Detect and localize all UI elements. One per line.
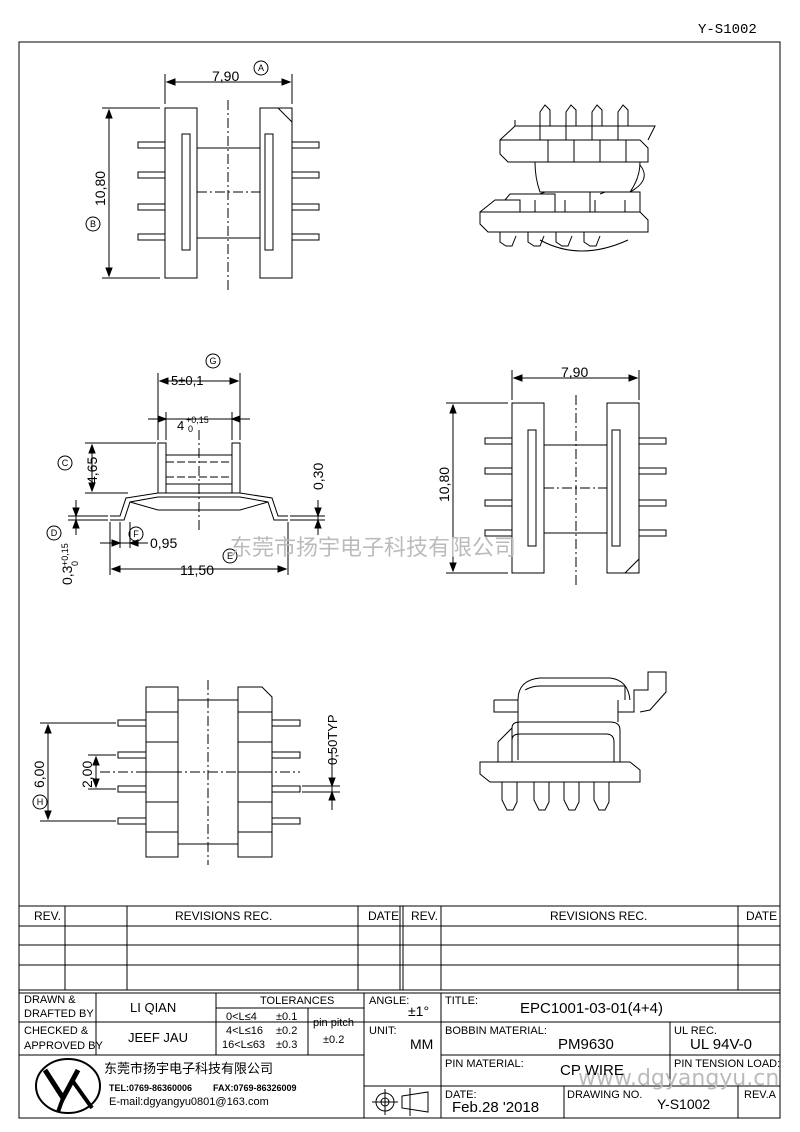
checked-by: JEEF JAU xyxy=(128,1030,188,1045)
dim-side-pin-thk: 0,30 xyxy=(310,463,326,490)
pin-pitch-label: pin pitch xyxy=(313,1017,354,1029)
tol-range-1: 0<L≤4 xyxy=(226,1011,257,1023)
company-email: E-mail:dgyangyu0801@163.com xyxy=(109,1096,269,1108)
tolerances-label: TOLERANCES xyxy=(260,995,335,1007)
bottom-view xyxy=(32,680,340,865)
watermark-company: 东莞市扬宇电子科技有限公司 xyxy=(230,536,517,561)
callout-b: B xyxy=(90,219,96,229)
dim-side-inner-tol-plus: +0,15 xyxy=(186,415,209,425)
pin-material-value: CP WIRE xyxy=(560,1062,624,1079)
date-header-left: DATE xyxy=(368,909,400,923)
callout-c: C xyxy=(62,458,69,468)
company-fax: FAX:0769-86326009 xyxy=(213,1083,297,1093)
angle-value: ±1° xyxy=(408,1003,430,1019)
dim-side-inner-tol-minus: 0 xyxy=(188,424,193,434)
company-logo xyxy=(35,1058,101,1114)
top-view-right xyxy=(446,370,667,585)
title-value: EPC1001-03-01(4+4) xyxy=(520,1000,664,1017)
title-label: TITLE: xyxy=(445,995,479,1007)
ul-label: UL REC. xyxy=(674,1025,717,1037)
dim-side-base-tol-minus: 0 xyxy=(70,561,80,566)
dim-side-total: 11,50 xyxy=(180,562,214,578)
callout-e: E xyxy=(227,551,233,561)
drawn-by: LI QIAN xyxy=(130,1000,177,1015)
rev-header-left: REV. xyxy=(34,909,61,923)
dim-bottom-pin: 0,50TYP xyxy=(325,714,340,765)
company-tel: TEL:0769-86360006 xyxy=(109,1083,193,1093)
dim-bottom-pitch: 2,00 xyxy=(79,761,95,788)
dim-top-height: 10,80 xyxy=(92,171,108,206)
pin-pitch-tol: ±0.2 xyxy=(323,1034,345,1046)
side-view xyxy=(46,353,325,575)
dim-side-base: 0,3 xyxy=(59,565,75,585)
dim-bottom-outer: 6,00 xyxy=(31,761,47,788)
rev-header-right: REV. xyxy=(411,909,438,923)
ul-value: UL 94V-0 xyxy=(690,1036,752,1053)
unit-value: MM xyxy=(410,1036,434,1052)
drawn-label-1: DRAWN & xyxy=(24,994,76,1006)
bobbin-label: BOBBIN MATERIAL: xyxy=(445,1025,547,1037)
callout-d: D xyxy=(51,528,58,538)
date-value: Feb.28 '2018 xyxy=(452,1099,540,1116)
callout-a: A xyxy=(258,63,264,73)
revision-tables xyxy=(18,905,781,991)
dim-right-width: 7,90 xyxy=(561,364,588,380)
dim-right-height: 10,80 xyxy=(436,467,452,502)
dim-side-foot: 0,95 xyxy=(150,535,177,551)
rec-header-left: REVISIONS REC. xyxy=(175,909,273,923)
bobbin-value: PM9630 xyxy=(558,1036,614,1053)
isometric-view-bottom xyxy=(479,671,667,811)
tol-value-1: ±0.1 xyxy=(276,1011,298,1023)
sheet-id: Y-S1002 xyxy=(698,22,757,38)
tol-value-2: ±0.2 xyxy=(276,1025,298,1037)
drawing-no-label: DRAWING NO. xyxy=(567,1089,643,1101)
callout-f: F xyxy=(133,529,139,539)
rec-header-right: REVISIONS REC. xyxy=(550,909,648,923)
checked-label-2: APPROVED BY xyxy=(24,1040,103,1052)
dim-side-inner: 4 xyxy=(177,418,184,433)
tol-range-3: 16<L≤63 xyxy=(222,1039,266,1051)
callout-h: H xyxy=(37,797,44,807)
callout-g: G xyxy=(209,356,216,366)
dim-side-pitch: 5±0,1 xyxy=(171,373,203,388)
date-header-right: DATE xyxy=(746,909,778,923)
pin-material-label: PIN MATERIAL: xyxy=(445,1058,524,1070)
pin-tension-label: PIN TENSION LOAD: xyxy=(674,1058,781,1070)
date-label: DATE: xyxy=(445,1089,477,1101)
rev-label: REV.A xyxy=(744,1089,777,1101)
dim-side-base-tol-plus: +0,15 xyxy=(60,543,70,566)
angle-label: ANGLE: xyxy=(369,995,410,1007)
title-block-lines xyxy=(18,992,781,1119)
unit-label: UNIT: xyxy=(369,1025,397,1037)
drawn-label-2: DRAFTED BY xyxy=(24,1008,94,1020)
top-view xyxy=(85,60,320,290)
dim-side-height: 4,65 xyxy=(84,457,100,484)
checked-label-1: CHECKED & xyxy=(24,1025,89,1037)
watermark-site: www.dgyangyu.cn xyxy=(578,1066,780,1091)
tol-value-3: ±0.3 xyxy=(276,1039,298,1051)
drawing-no-value: Y-S1002 xyxy=(657,1096,711,1112)
isometric-view-top xyxy=(479,104,656,252)
tol-range-2: 4<L≤16 xyxy=(226,1025,263,1037)
dim-top-width: 7,90 xyxy=(212,68,239,84)
company-name-cn: 东莞市扬宇电子科技有限公司 xyxy=(104,1062,274,1077)
